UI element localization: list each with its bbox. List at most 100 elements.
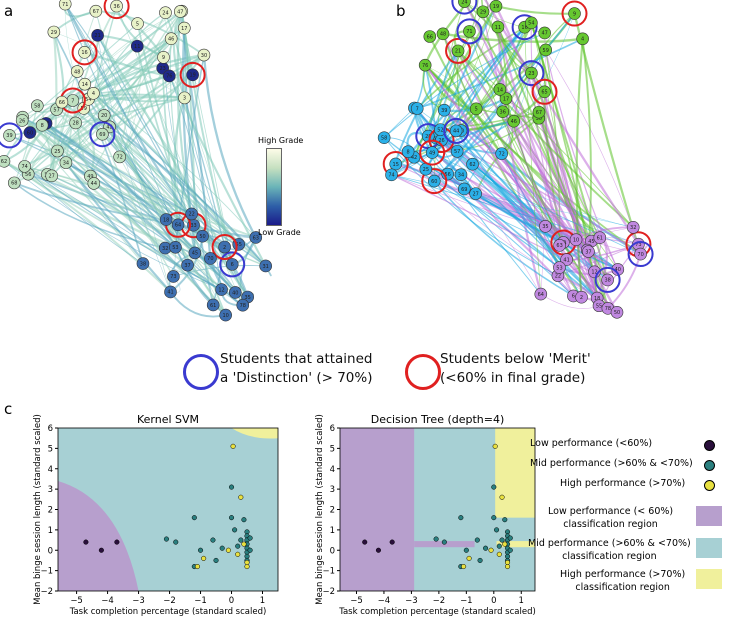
network-b-node-label: 24	[461, 0, 467, 5]
below-merit-legend-label: Students below 'Merit'(<60% in final gra…	[440, 351, 591, 386]
network-b-node	[469, 102, 483, 116]
colorbar	[266, 148, 282, 226]
legend-low-region: Low performance (< 60%)classification re…	[548, 506, 674, 530]
network-b-node-label: 46	[511, 119, 517, 125]
svm-point-mid	[191, 515, 197, 521]
svm-point-high	[201, 555, 207, 561]
panel-letter-a: a	[4, 2, 14, 20]
legend-mid-region-swatch	[696, 538, 722, 558]
network-a-edge	[3, 160, 222, 290]
tree-xtick-label: −4	[378, 596, 391, 606]
network-a-edge	[202, 54, 257, 239]
network-b-node-label: 9	[573, 11, 576, 17]
network-b-node-label: 36	[500, 110, 506, 116]
network-a-node	[59, 156, 73, 169]
network-a-node-label: 41	[167, 290, 173, 296]
network-a-node-label: 23	[160, 66, 166, 72]
network-b-node	[569, 233, 583, 246]
tree-point-low	[389, 539, 395, 545]
network-a-node	[218, 240, 231, 254]
network-a-node-label: 44	[91, 181, 97, 187]
network-b-node	[575, 290, 588, 304]
network-b-node	[582, 245, 595, 258]
network-b-node-label: 10	[573, 237, 579, 243]
network-b-node-label: 76	[422, 63, 428, 69]
network-b-node	[454, 168, 468, 181]
network-b-node	[553, 239, 566, 252]
network-b-node-label: 49	[429, 150, 435, 156]
network-b-edge	[414, 107, 465, 190]
network-b-node-label: 41	[563, 257, 569, 263]
network-a-node-label: 53	[172, 245, 178, 251]
svm-point-mid	[228, 484, 235, 490]
svm-point-high	[238, 494, 244, 500]
network-a-edge	[183, 97, 226, 248]
network-a-node	[196, 229, 209, 243]
network-b-highlight-ring	[594, 266, 621, 293]
network-b-node-label: 5	[475, 107, 478, 113]
network-b-node-label: 35	[542, 224, 548, 230]
network-a-node-label: 72	[116, 155, 122, 161]
network-b-highlight-ring	[561, 0, 588, 27]
tree-xlabel: Task completion percentage (standard sca…	[338, 607, 536, 617]
network-b-node	[538, 26, 551, 40]
network-a-edge	[88, 99, 194, 226]
network-b-node-label: 37	[585, 249, 591, 255]
svm-ytick-label: −2	[40, 587, 53, 597]
network-a-node	[162, 69, 176, 83]
network-a-node-label: 37	[184, 263, 190, 269]
panel-letter-c: c	[4, 400, 13, 418]
network-a-node	[178, 91, 191, 105]
network-a-node-label: 19	[189, 73, 195, 79]
network-a-edge	[27, 38, 172, 175]
network-a-node-label: 31	[262, 264, 268, 270]
panel-letter-b: b	[396, 2, 406, 20]
network-b-edge	[391, 174, 608, 281]
svm-point-high	[225, 547, 231, 553]
network-b-node-label: 42	[411, 155, 417, 161]
network-a-edge	[64, 3, 188, 266]
network-b-node-label: 18	[594, 296, 600, 302]
network-a-node-label: 29	[51, 30, 57, 36]
network-a-node	[130, 39, 144, 53]
svm-point-mid	[241, 517, 247, 523]
network-a-node-label: 21	[94, 33, 100, 39]
network-b-highlight-ring	[419, 139, 446, 166]
network-a-node	[87, 86, 100, 100]
network-a-node-label: 26	[19, 118, 25, 124]
network-a-node-label: 32	[162, 246, 168, 252]
network-a-highlight-ring	[211, 233, 238, 260]
network-b-edge	[424, 64, 642, 255]
network-b-node-label: 11	[495, 25, 501, 31]
network-a-node	[70, 65, 84, 78]
network-a-node-label: 60	[27, 130, 33, 136]
network-a-highlight-ring	[179, 61, 206, 88]
network-b-node-label: 4	[581, 37, 584, 43]
network-a-edge	[64, 3, 195, 226]
network-b-node	[377, 131, 391, 145]
network-b-node	[568, 7, 581, 20]
network-b-node	[458, 0, 471, 8]
network-a-node-label: 46	[168, 36, 174, 42]
network-b-node	[450, 145, 464, 158]
network-a-edge	[136, 45, 227, 316]
network-a-node-label: 30	[201, 53, 207, 59]
network-a-node	[181, 258, 194, 272]
network-a-node	[173, 5, 187, 18]
legend-high-region-swatch	[696, 569, 722, 589]
network-a-node-label: 57	[53, 107, 59, 113]
network-a-node-label: 27	[49, 174, 55, 180]
network-a-node-label: 20	[101, 113, 107, 119]
tree-ytick-label: 0	[330, 546, 335, 556]
network-a-node	[69, 116, 82, 130]
network-a-node-label: 11	[134, 44, 140, 50]
network-a-node-label: 63	[253, 235, 259, 241]
network-a-node-label: 14	[82, 82, 88, 88]
network-b-node	[489, 0, 503, 13]
network-b-node-label: 6	[572, 294, 575, 300]
network-b-edge	[383, 32, 545, 139]
network-b-node-label: 19	[493, 4, 499, 10]
network-b-node	[532, 105, 546, 119]
tree-point-mid	[507, 547, 513, 553]
tree-point-high	[488, 547, 494, 553]
